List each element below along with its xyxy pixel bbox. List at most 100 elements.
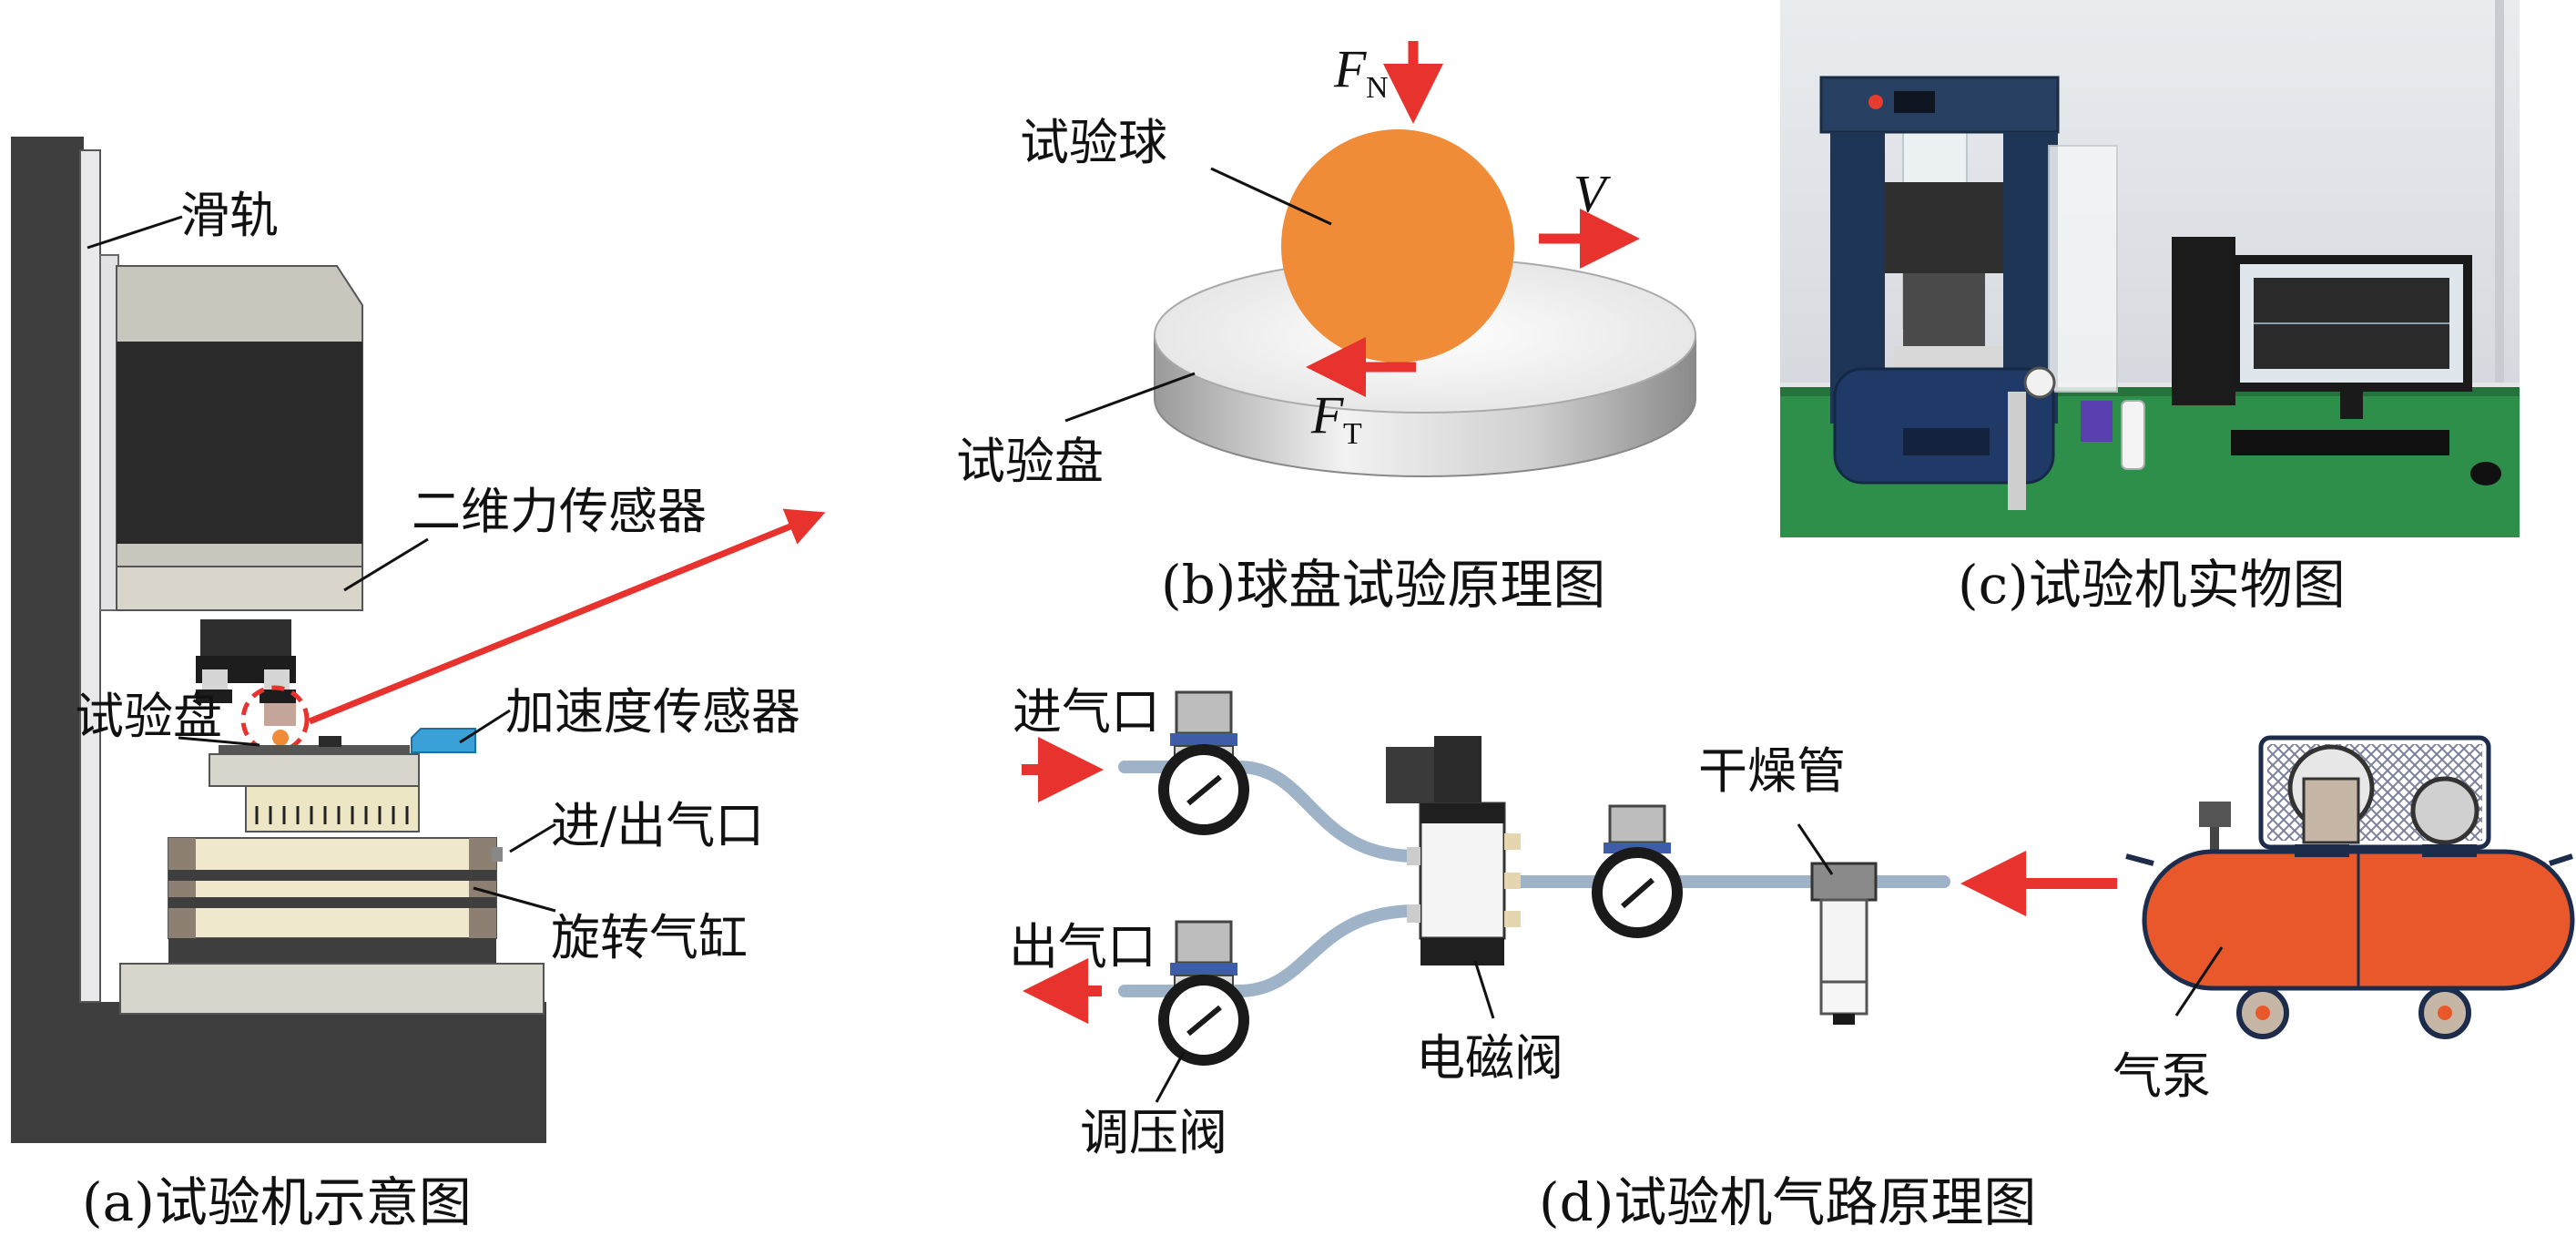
solenoid-connector [1434, 736, 1481, 803]
tester-base [1833, 367, 2055, 485]
clamp-left-foot [196, 690, 232, 703]
cylinder-stripe-1 [168, 870, 496, 881]
dryer-tube [1810, 862, 1878, 1025]
v-symbol: V [1573, 164, 1612, 223]
regulator-knob [1175, 920, 1233, 965]
disc-fixture [319, 736, 341, 747]
pump-compressor [2302, 777, 2360, 844]
force-sensor-label: 二维力传感器 [412, 483, 707, 540]
caption-a: (a)试验机示意图 [82, 1171, 472, 1233]
valve-body [1419, 802, 1506, 940]
tank-handles [2125, 853, 2573, 866]
photo-bottle [2121, 400, 2145, 470]
leaders-a [87, 215, 556, 913]
dryer-drain [1833, 1014, 1855, 1025]
tank-mount [2422, 844, 2477, 857]
tester-display [1894, 91, 1935, 113]
valve-port [1504, 873, 1521, 889]
accel-sensor-label: 加速度传感器 [505, 683, 800, 741]
valve-port [1407, 904, 1420, 923]
clamp-upper [200, 619, 291, 656]
rail-label: 滑轨 [180, 187, 279, 244]
inlet-label: 进气口 [1013, 683, 1160, 741]
ball-label: 试验球 [1020, 114, 1167, 171]
leaders-d [1155, 823, 2224, 1103]
test-ball-a [272, 730, 289, 746]
valve-port [1504, 833, 1521, 850]
wheel-hub [2255, 1006, 2270, 1020]
base-plate [119, 963, 545, 1015]
pump-gauge [2199, 802, 2231, 827]
regulator-collar [1170, 733, 1237, 746]
wheel-hub [2438, 1006, 2452, 1020]
ft-subscript: T [1343, 417, 1362, 451]
cylinder-stripe-2 [168, 897, 496, 908]
caption-d: (d)试验机气路原理图 [1539, 1171, 2036, 1233]
regulator-label: 调压阀 [1080, 1104, 1227, 1161]
fn-symbol: F [1333, 39, 1367, 98]
panel-c: (c)试验机实物图 [1780, 0, 2520, 616]
keyboard [2231, 430, 2449, 455]
tank-mount [2295, 844, 2349, 857]
regulator-inlet [1158, 690, 1249, 835]
caption-c: (c)试验机实物图 [1958, 554, 2346, 616]
gauge-needle [1186, 1005, 1222, 1037]
cylinder-left-band [168, 838, 196, 938]
panel-a: 滑轨 二维力传感器 试验盘 加速度传感器 进/出气口 旋转气缸 (a)试验机示意… [11, 137, 826, 1233]
test-disc-a [219, 745, 410, 754]
photo-pipe [2495, 0, 2504, 383]
tester-top [1819, 76, 2060, 134]
pc-tower [2172, 237, 2235, 405]
rotary-cylinder-label: 旋转气缸 [551, 909, 748, 966]
force-sensor [116, 566, 363, 611]
head-dark-band [117, 342, 362, 544]
dryer-cap [1810, 862, 1878, 902]
air-port-label: 进/出气口 [551, 797, 764, 854]
regulator-knob [1608, 804, 1666, 844]
panel-b: F N V F T 试验球 试验盘 (b)球盘试验原理图 [956, 39, 1696, 616]
dryer-bowl [1819, 980, 1868, 1016]
rotary-table [209, 753, 420, 787]
panel-d: 进气口 出气口 调压阀 电磁阀 干燥管 气泵 (d)试验机气路原理图 [1009, 683, 2575, 1233]
acceleration-sensor [411, 728, 476, 753]
regulator-collar [1170, 963, 1237, 976]
valve-top-band [1420, 803, 1504, 823]
photo-air-line [2008, 392, 2026, 510]
tester-shield [2048, 145, 2118, 393]
tester-indicator [1868, 95, 1883, 109]
photo-holder [2081, 401, 2113, 442]
rotary-cylinder [168, 837, 497, 939]
test-disc-label-a: 试验盘 [75, 688, 222, 745]
caption-b: (b)球盘试验原理图 [1161, 554, 1605, 616]
tester-column [1903, 273, 1985, 346]
scale-ring [245, 785, 420, 833]
hose-outlet [1118, 904, 1422, 997]
gauge-needle [1186, 774, 1222, 806]
air-port-nozzle [492, 847, 503, 862]
scale-ticks [255, 806, 409, 824]
hose-inlet [1118, 761, 1422, 863]
bench-edge [1780, 387, 2520, 396]
pump-motor [2410, 776, 2479, 845]
machine-frame [11, 137, 546, 1143]
disc-label-b: 试验盘 [956, 433, 1104, 490]
slide-rail [79, 149, 101, 1003]
tester-badge [1903, 428, 1990, 455]
air-pump-label: 气泵 [2113, 1047, 2211, 1105]
clamp-right-foot [260, 690, 296, 703]
valve-port [1504, 911, 1521, 927]
cylinder-base [168, 938, 496, 964]
zoom-arrow [308, 508, 826, 725]
dryer-label: 干燥管 [1698, 742, 1846, 800]
air-pump [2125, 735, 2575, 1039]
solenoid-label: 电磁阀 [1416, 1029, 1563, 1087]
ball-holder [264, 703, 296, 726]
tester-head [1885, 182, 2003, 273]
fn-subscript: N [1366, 71, 1389, 105]
outlet-label: 出气口 [1009, 918, 1156, 976]
solenoid-valve [1386, 736, 1521, 965]
regulator-outlet [1158, 920, 1249, 1066]
regulator-main [1592, 804, 1683, 938]
clamp-right-jaw [264, 669, 290, 690]
